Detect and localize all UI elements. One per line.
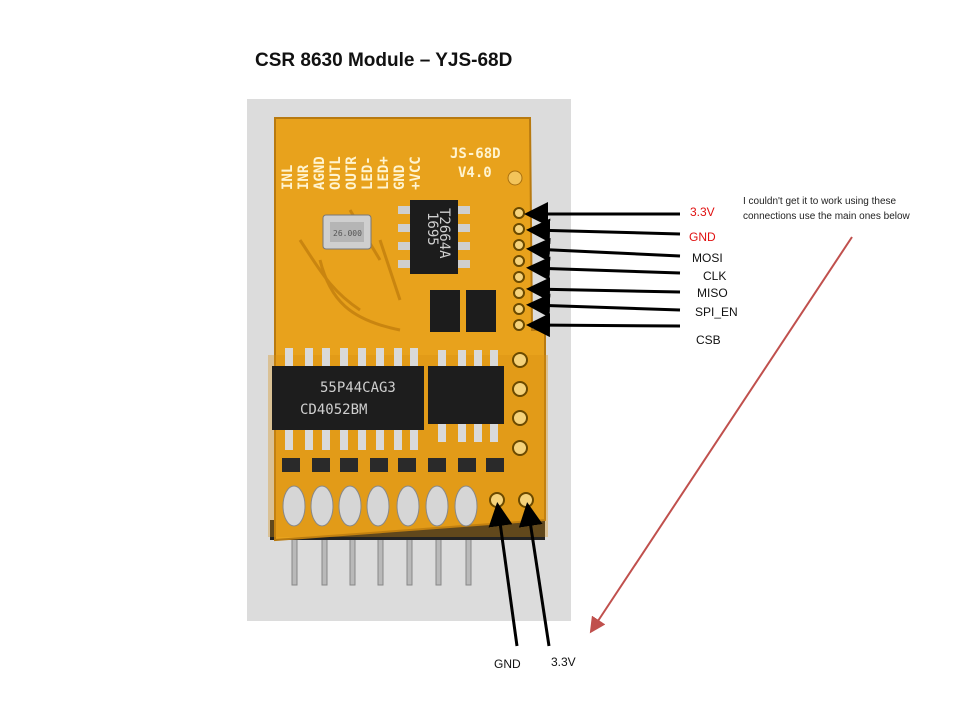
label-gnd-header: GND (689, 230, 716, 244)
chip2-text-1: T2664A (436, 208, 452, 259)
silk-outr: OUTR (344, 156, 360, 190)
silk-version: V4.0 (458, 165, 492, 181)
label-csb: CSB (696, 333, 721, 347)
label-gnd-bottom: GND (494, 657, 521, 671)
silk-inr: INR (296, 164, 312, 190)
chip2-text-2: 1695 (424, 212, 440, 246)
chip-cd4052: 55P44CAG3 CD4052BM (272, 348, 424, 450)
label-3v3-bottom: 3.3V (551, 655, 576, 669)
silk-agnd: AGND (312, 156, 328, 190)
label-clk: CLK (703, 269, 727, 283)
note-arrow (589, 236, 853, 634)
chip-8pin-top: T2664A 1695 (398, 200, 470, 274)
bottom-solder-pads (282, 485, 478, 527)
chip1-text-1: 55P44CAG3 (320, 380, 396, 396)
silkscreen-pin-labels: INL INR AGND OUTL OUTR LED- LED+ GND +VC… (280, 156, 424, 190)
side-holes (512, 352, 528, 456)
label-mosi: MOSI (692, 251, 723, 265)
silk-outl: OUTL (328, 156, 344, 190)
silk-model: JS-68D (450, 146, 501, 162)
silk-gnd: GND (392, 165, 408, 190)
warning-note: I couldn't get it to work using these co… (743, 196, 910, 222)
header-arrows (524, 202, 681, 338)
silk-led-plus: LED+ (376, 156, 392, 190)
label-miso: MISO (697, 286, 728, 300)
silk-led-minus: LED- (360, 156, 376, 190)
bottom-arrows (488, 502, 551, 647)
page-title: CSR 8630 Module – YJS-68D (255, 50, 513, 71)
chip-8pin-bottom (428, 350, 504, 442)
label-3v3-header: 3.3V (690, 205, 715, 219)
chip1-text-2: CD4052BM (300, 402, 367, 418)
label-spi-en: SPI_EN (695, 305, 738, 319)
transistor-2 (466, 290, 496, 332)
smd-parts (282, 458, 504, 472)
silk-vcc: +VCC (408, 156, 424, 190)
crystal-label: 26.000 (333, 229, 362, 238)
programming-header-holes (513, 207, 525, 331)
transistor-1 (430, 290, 460, 332)
silk-inl: INL (280, 165, 296, 190)
